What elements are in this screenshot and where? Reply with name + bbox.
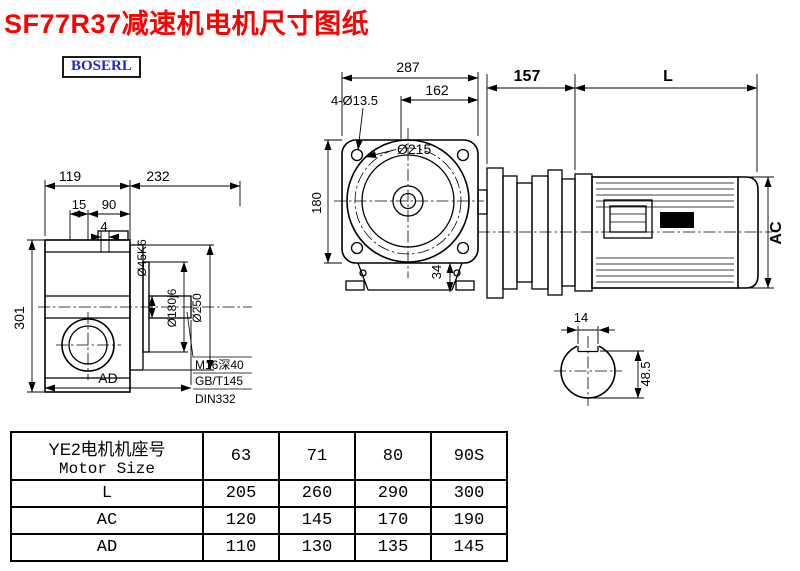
shaft-section-dimensions: 14 48.5 [561,310,653,399]
cell-AC-71: 145 [278,506,356,535]
top-view [334,128,488,291]
col-header-80: 80 [354,431,432,481]
front-view-dimensions: 301 119 232 15 90 4 Ø45K6 [11,168,252,406]
dim-287: 287 [396,59,420,75]
dim-15: 15 [72,197,86,212]
dim-301: 301 [11,306,27,330]
col-header-63: 63 [202,431,280,481]
header-motor-size-cn: YE2电机机座号 [48,439,166,459]
dim-119: 119 [59,168,82,184]
cell-AC-90S: 190 [430,506,508,535]
technical-drawing: 301 119 232 15 90 4 Ø45K6 [11,59,785,406]
dim-key-depth: 48.5 [638,361,653,386]
page-title: SF77R37减速机电机尺寸图纸 [4,9,370,39]
note-tap: M16深40 [195,358,244,372]
dim-162: 162 [425,82,449,98]
cell-AC-63: 120 [202,506,280,535]
dim-ad: AD [98,370,117,386]
table-row-AC: AC 120 145 170 190 [10,506,508,535]
dim-holes: 4-Ø13.5 [331,93,378,108]
brand-logo: BOSERL [62,56,141,78]
dim-157: 157 [514,68,541,85]
dim-flange-od: Ø250 [190,293,204,323]
dim-232: 232 [146,168,170,184]
col-header-90S: 90S [430,431,508,481]
side-view [478,167,772,299]
note-gbt145: GB/T145 [195,374,243,388]
cell-L-90S: 300 [430,479,508,508]
motor-dimension-table: YE2电机机座号 Motor Size 63 71 80 90S L 205 2… [10,431,508,562]
cell-L-71: 260 [278,479,356,508]
front-view [38,230,252,393]
dim-90: 90 [102,197,116,212]
table-row-AD: AD 110 130 135 145 [10,533,508,562]
table-row-L: L 205 260 290 300 [10,479,508,508]
dim-flange-dia: Ø215 [397,141,431,157]
cell-AD-80: 135 [354,533,432,562]
shaft-section-view [554,336,622,406]
cell-L-80: 290 [354,479,432,508]
side-view-dimensions: 157 L AC [486,68,785,289]
cell-AD-63: 110 [202,533,280,562]
dim-spigot-dia: Ø180j6 [165,288,179,327]
note-din332: DIN332 [195,392,236,406]
cell-L-63: 205 [202,479,280,508]
row-label-L: L [10,479,204,508]
row-label-AD: AD [10,533,204,562]
header-motor-size-en: Motor Size [58,459,155,478]
dim-AC: AC [768,221,785,245]
cell-AC-80: 170 [354,506,432,535]
dim-L: L [663,68,673,85]
dim-180: 180 [309,192,324,214]
header-motor-size: YE2电机机座号 Motor Size [10,431,204,481]
cell-AD-90S: 145 [430,533,508,562]
col-header-71: 71 [278,431,356,481]
dim-34: 34 [429,265,444,279]
cell-AD-71: 130 [278,533,356,562]
top-view-dimensions: 287 162 4-Ø13.5 Ø215 180 34 [309,59,479,293]
table-header-row: YE2电机机座号 Motor Size 63 71 80 90S [10,431,508,481]
dim-shaft-dia: Ø45K6 [135,239,149,277]
motor-nameplate [660,212,694,228]
dim-4: 4 [100,219,107,234]
row-label-AC: AC [10,506,204,535]
dim-key-width: 14 [574,310,588,325]
